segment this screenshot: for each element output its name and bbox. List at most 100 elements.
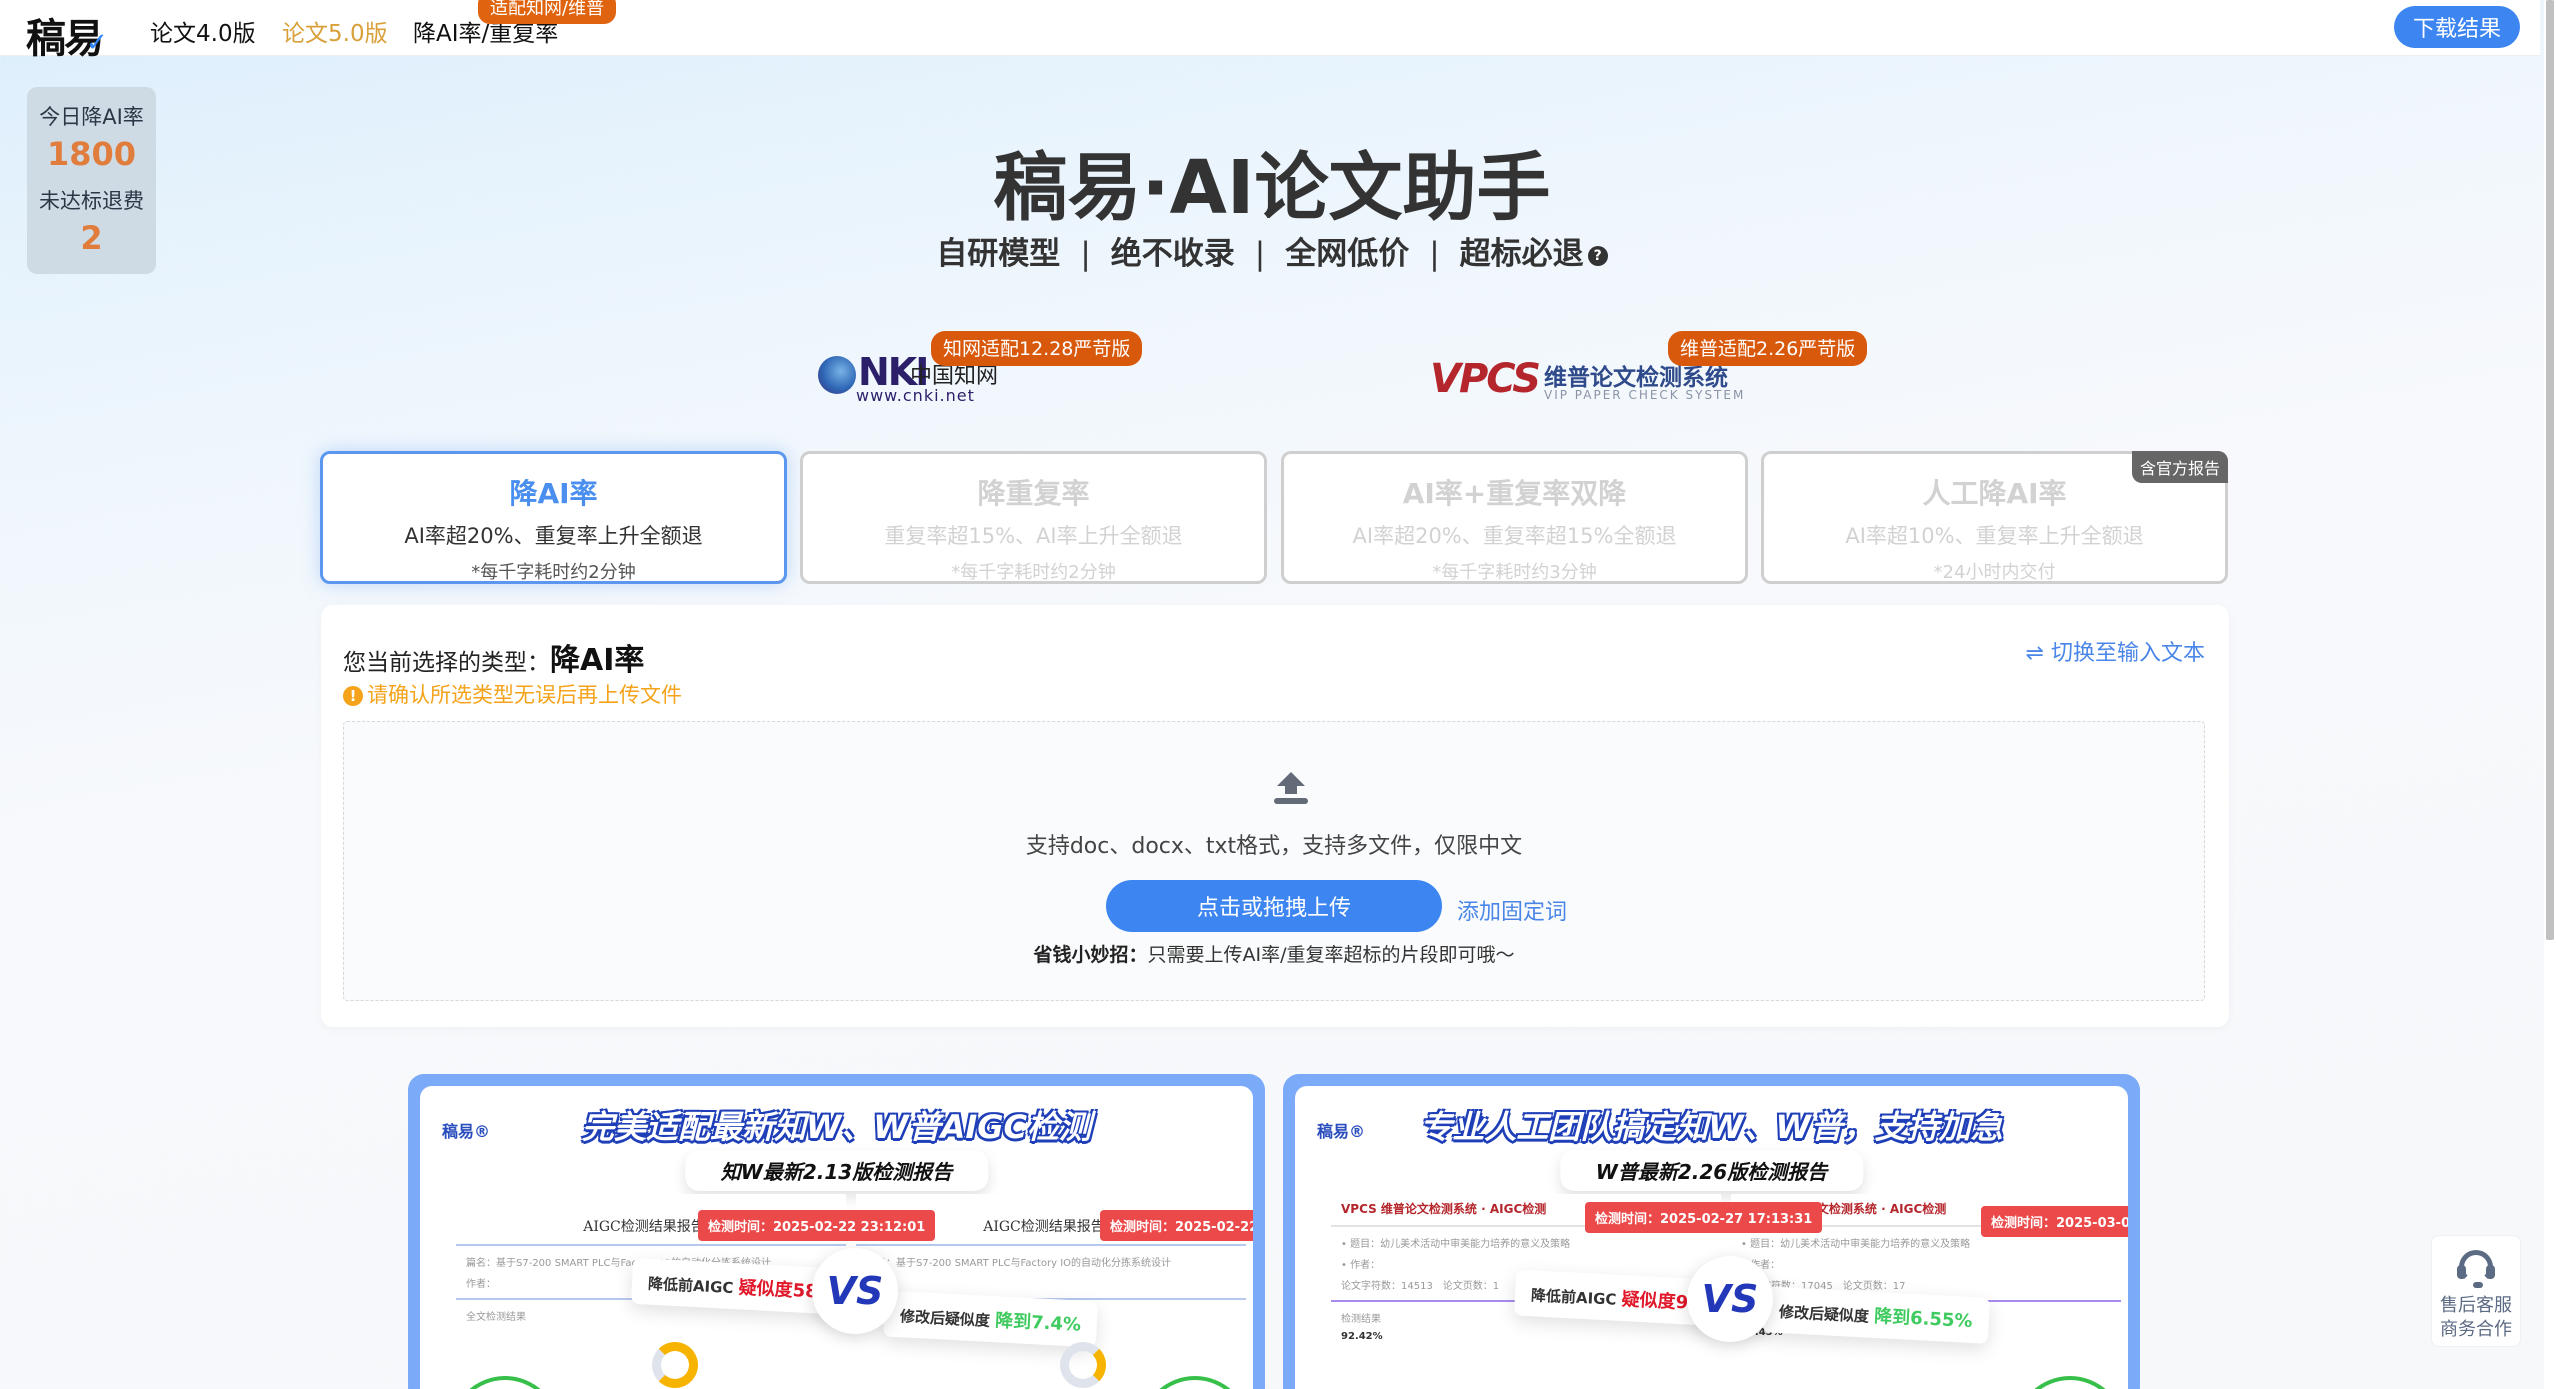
before-label: 降低前AIGC (647, 1274, 734, 1298)
swap-icon: ⇌ (2025, 641, 2044, 666)
help-icon[interactable]: ? (1587, 245, 1608, 266)
nav-paper-4[interactable]: 论文4.0版 (150, 21, 256, 47)
vpcs-en: VIP PAPER CHECK SYSTEM (1544, 388, 1746, 402)
upload-dropzone[interactable]: 支持doc、docx、txt格式，支持多文件，仅限中文 点击或拖拽上传 添加固定… (343, 721, 2205, 1001)
vpcs-version-badge: 维普适配2.26严苛版 (1668, 331, 1868, 366)
brand-logo[interactable]: 稿易 ✓ (26, 6, 108, 64)
today-label: 今日降AI率 (39, 105, 144, 129)
option-desc: 重复率超15%、AI率上升全额退 (884, 524, 1183, 548)
download-results-button[interactable]: 下载结果 (2394, 6, 2520, 48)
option-reduce-ai[interactable]: 降AI率 AI率超20%、重复率上升全额退 *每千字耗时约2分钟 (320, 451, 787, 584)
upload-icon (1274, 772, 1308, 806)
report-title: AIGC检测结果报告单 (983, 1219, 1119, 1235)
detect-time-after: 检测时间：2025-03-02 00:37:31 (1981, 1206, 2128, 1237)
separator: | (1080, 236, 1091, 272)
donut-chart-before (652, 1342, 698, 1388)
feature-list: 自研模型 | 绝不收录 | 全网低价 | 超标必退? (0, 228, 2544, 273)
nav-paper-5[interactable]: 论文5.0版 (282, 21, 388, 47)
option-title: 人工降AI率 (1922, 477, 2067, 510)
add-fixed-words-link[interactable]: 添加固定词 (1457, 900, 1568, 925)
before-label: 降低前AIGC (1530, 1286, 1617, 1309)
tip-text: 只需要上传AI率/重复率超标的片段即可哦～ (1147, 944, 1515, 966)
option-note: *每千字耗时约2分钟 (951, 562, 1116, 583)
report-section: 全文检测结果 (466, 1312, 526, 1323)
selected-type-value: 降AI率 (550, 643, 645, 678)
after-value: 降到7.4% (994, 1310, 1082, 1336)
stat-value: 93.45% (1741, 1327, 1783, 1338)
money-saving-tip: 省钱小妙招：只需要上传AI率/重复率超标的片段即可哦～ (344, 940, 2204, 967)
cnki-logo: NKI 中国知网 www.cnki.net (818, 350, 1018, 405)
stat-value: 92.42% (1341, 1331, 1383, 1342)
detect-time-after: 检测时间：2025-02-22 23:48:43 (1100, 1210, 1253, 1241)
option-desc: AI率超20%、重复率上升全额退 (404, 524, 703, 548)
separator: | (1429, 236, 1440, 272)
promo-brand: 稿易® (1317, 1122, 1366, 1141)
option-dual-reduce[interactable]: AI率+重复率双降 AI率超20%、重复率超15%全额退 *每千字耗时约3分钟 (1281, 451, 1748, 584)
vs-badge: VS (812, 1248, 898, 1334)
supported-formats: 支持doc、docx、txt格式，支持多文件，仅限中文 (1025, 834, 1523, 859)
option-title: 降重复率 (977, 477, 1090, 510)
upload-panel: 您当前选择的类型：降AI率 !请确认所选类型无误后再上传文件 ⇌ 切换至输入文本… (321, 605, 2229, 1027)
promo-banner-cnki[interactable]: 稿易® 完美适配最新知W、W普AIGC检测 知W最新2.13版检测报告 AIGC… (408, 1074, 1265, 1389)
stats-widget: 今日降AI率 1800 未达标退费 2 (27, 87, 156, 274)
option-manual-reduce-ai[interactable]: 人工降AI率 AI率超10%、重复率上升全额退 *24小时内交付 含官方报告 (1761, 451, 2228, 584)
option-title: AI率+重复率双降 (1402, 477, 1627, 510)
vpcs-logo: VPCS 维普论文检测系统 VIP PAPER CHECK SYSTEM (1430, 356, 1750, 406)
top-nav-bar: 稿易 ✓ 论文4.0版 论文5.0版 降AI率/重复率 适配知网/维普 下载结果 (0, 0, 2540, 62)
detect-time-before: 检测时间：2025-02-27 17:13:31 (1585, 1202, 1823, 1233)
vpcs-name: 维普论文检测系统 (1544, 365, 1728, 391)
upload-button[interactable]: 点击或拖拽上传 (1106, 880, 1442, 932)
customer-support-widget[interactable]: 售后客服 商务合作 (2431, 1235, 2521, 1347)
refund-value: 2 (80, 219, 103, 257)
business-label: 商务合作 (2440, 1319, 2512, 1340)
warning-text: 请确认所选类型无误后再上传文件 (367, 683, 682, 707)
cnki-version-badge: 知网适配12.28严苛版 (931, 331, 1143, 366)
cnki-url: www.cnki.net (856, 386, 975, 405)
selected-type-prefix: 您当前选择的类型： (343, 650, 550, 676)
selected-type: 您当前选择的类型：降AI率 (343, 635, 644, 679)
nav-reduce-ai[interactable]: 降AI率/重复率 (413, 21, 559, 47)
headset-icon (2457, 1250, 2495, 1290)
scrollbar-thumb[interactable] (2546, 0, 2554, 940)
nav-badge: 适配知网/维普 (478, 0, 617, 24)
after-value: 降到6.55% (1873, 1305, 1974, 1333)
option-reduce-duplicate[interactable]: 降重复率 重复率超15%、AI率上升全额退 *每千字耗时约2分钟 (800, 451, 1267, 584)
official-report-badge: 含官方报告 (2131, 451, 2228, 483)
promo-banner-vpcs[interactable]: 稿易® 专业人工团队搞定知W、W普，支持加急 W普最新2.26版检测报告 VPC… (1283, 1074, 2140, 1389)
report-section: 检测结果 (1341, 1314, 1381, 1325)
tip-title: 省钱小妙招： (1033, 944, 1148, 966)
option-note: *每千字耗时约3分钟 (1432, 562, 1597, 583)
option-desc: AI率超20%、重复率超15%全额退 (1352, 524, 1677, 548)
promo-subtitle: W普最新2.26版检测报告 (1559, 1150, 1864, 1191)
warning-message: !请确认所选类型无误后再上传文件 (343, 679, 682, 709)
check-icon: ✓ (86, 28, 108, 58)
donut-chart-after (1060, 1342, 1106, 1388)
support-label: 售后客服 (2440, 1295, 2512, 1316)
page-title: 稿易·AI论文助手 (993, 145, 1551, 231)
promo-headline: 完美适配最新知W、W普AIGC检测 (581, 1108, 1092, 1146)
promo-brand: 稿易® (442, 1122, 491, 1141)
feature-item: 自研模型 (936, 236, 1061, 272)
after-label: 修改后疑似度 (1778, 1302, 1870, 1326)
page-scrollbar[interactable] (2544, 0, 2556, 1389)
today-value: 1800 (46, 135, 137, 173)
separator: | (1254, 236, 1266, 272)
vpcs-mark: VPCS (1430, 356, 1541, 402)
option-title: 降AI率 (509, 477, 598, 510)
report-title: AIGC检测结果报告单 (583, 1219, 719, 1235)
feature-item: 全网低价 (1285, 236, 1410, 272)
warning-icon: ! (343, 686, 363, 706)
after-label: 修改后疑似度 (899, 1307, 991, 1330)
refund-label: 未达标退费 (39, 189, 144, 213)
switch-label: 切换至输入文本 (2050, 641, 2205, 666)
logo-text: 稿易 (26, 16, 104, 62)
feature-item: 绝不收录 (1110, 236, 1235, 272)
vs-badge: VS (1687, 1256, 1773, 1342)
promo-headline: 专业人工团队搞定知W、W普，支持加急 (1420, 1108, 2003, 1146)
promo-subtitle: 知W最新2.13版检测报告 (684, 1150, 989, 1191)
option-note: *每千字耗时约2分钟 (471, 562, 636, 583)
option-note: *24小时内交付 (1933, 562, 2056, 583)
cnki-mark: NKI (858, 350, 929, 394)
feature-item: 超标必退 (1459, 236, 1584, 272)
switch-to-text-link[interactable]: ⇌ 切换至输入文本 (2026, 635, 2205, 667)
